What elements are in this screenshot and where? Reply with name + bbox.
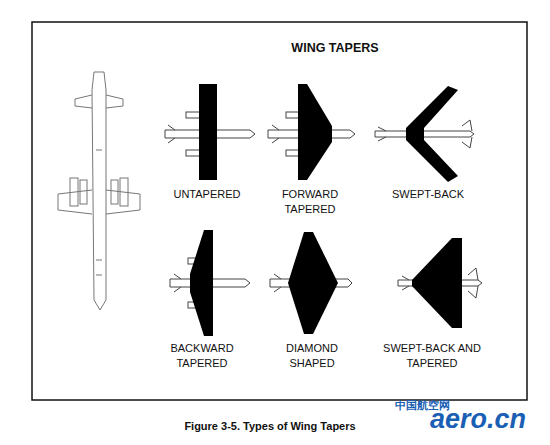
swept-back-tapered-aircraft: [398, 238, 482, 328]
diagram-title: WING TAPERS: [235, 40, 435, 57]
wing-label: DIAMOND SHAPED: [265, 341, 360, 371]
wing-label: SWEPT-BACK: [378, 187, 478, 202]
wing-label: SWEPT-BACK AND TAPERED: [373, 341, 491, 371]
forward-tapered-aircraft: [268, 84, 355, 180]
watermark: aero.cn: [413, 405, 543, 435]
aircraft-outline: [40, 72, 158, 310]
backward-tapered-aircraft: [170, 230, 250, 336]
wing-label: FORWARD TAPERED: [263, 187, 358, 217]
frame-border: [32, 22, 527, 400]
swept-back-aircraft: [375, 86, 474, 182]
diamond-shaped-aircraft: [270, 232, 352, 334]
untapered-aircraft: [165, 84, 255, 180]
wing-label: BACKWARD TAPERED: [155, 341, 250, 371]
wing-label: UNTAPERED: [157, 187, 257, 202]
figure-caption: Figure 3-5. Types of Wing Tapers: [140, 419, 400, 434]
